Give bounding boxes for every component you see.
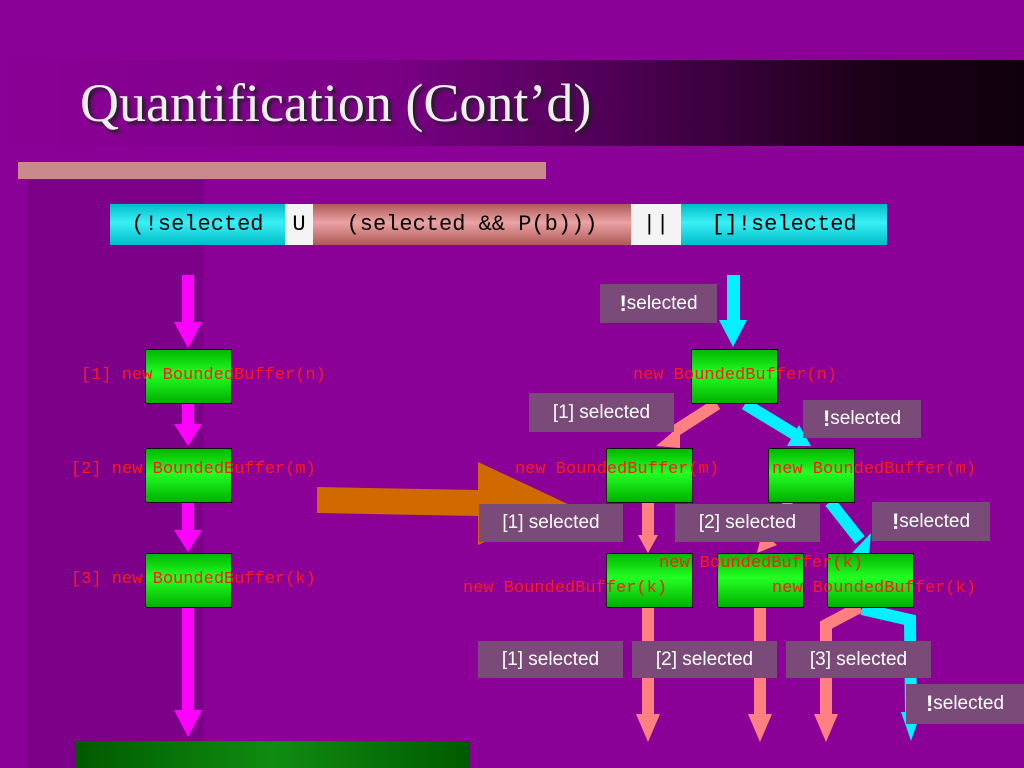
label-not-selected-right: !selected bbox=[872, 502, 990, 541]
label-sel2-mid: [2] selected bbox=[675, 504, 820, 542]
page-title: Quantification (Cont’d) bbox=[80, 73, 592, 133]
formula-always-not-selected: []!selected bbox=[681, 204, 887, 245]
tree-root-box bbox=[691, 349, 778, 404]
title-rule bbox=[18, 162, 546, 179]
left-step-3-code: [3] new BoundedBuffer(k) bbox=[71, 570, 316, 589]
label-text: selected bbox=[899, 510, 971, 532]
label-sel1-bottom: [1] selected bbox=[478, 641, 623, 678]
label-not-selected-bottom: !selected bbox=[906, 684, 1024, 724]
cyan-arrow-top bbox=[719, 275, 747, 347]
label-sel3-bottom: [3] selected bbox=[786, 641, 931, 678]
label-text: selected bbox=[933, 693, 1005, 714]
formula-until: U bbox=[285, 204, 313, 245]
tree-l3-b-box bbox=[717, 553, 804, 608]
tree-root-code: new BoundedBuffer(n) bbox=[633, 366, 838, 385]
label-sel1-mid: [1] selected bbox=[479, 504, 623, 542]
tree-l3-a-box bbox=[606, 553, 693, 608]
left-box-1 bbox=[145, 349, 232, 404]
left-box-2 bbox=[145, 448, 232, 503]
left-box-3 bbox=[145, 553, 232, 608]
magenta-arrow-4 bbox=[174, 607, 202, 737]
title-band bbox=[0, 60, 1024, 146]
tree-l3-b-code: new BoundedBuffer(k) bbox=[659, 554, 864, 573]
label-bang: ! bbox=[822, 406, 831, 431]
salmon-arrowhead-1 bbox=[656, 426, 680, 448]
tree-l3-c-box bbox=[827, 553, 914, 608]
label-not-selected-top: !selected bbox=[600, 284, 717, 323]
formula-or: || bbox=[631, 204, 681, 245]
label-bang: ! bbox=[891, 508, 900, 534]
salmon-arrowhead-4 bbox=[636, 714, 660, 742]
tree-l2-left-box bbox=[606, 448, 693, 503]
tree-l2-right-box bbox=[768, 448, 855, 503]
label-bang: ! bbox=[619, 290, 627, 316]
formula-bar: (!selected U (selected && P(b))) || []!s… bbox=[110, 204, 887, 245]
salmon-arrowhead-6 bbox=[814, 714, 838, 742]
tree-l3-a-code: new BoundedBuffer(k) bbox=[463, 579, 668, 598]
tree-l3-c-code: new BoundedBuffer(k) bbox=[772, 579, 977, 598]
tree-l2-left-code: new BoundedBuffer(m) bbox=[515, 460, 720, 479]
magenta-arrow-2 bbox=[174, 403, 202, 446]
label-text: selected bbox=[626, 292, 698, 314]
left-step-1-code: [1] new BoundedBuffer(n) bbox=[81, 366, 326, 385]
label-sel2-bottom: [2] selected bbox=[632, 641, 777, 678]
formula-selected-and-p: (selected && P(b))) bbox=[313, 204, 631, 245]
label-not-selected-mid: !selected bbox=[803, 400, 921, 438]
cyan-arrowhead-1 bbox=[787, 425, 811, 446]
cyan-arrowhead-2 bbox=[852, 533, 871, 556]
magenta-arrow-1 bbox=[174, 275, 202, 348]
salmon-arrowhead-5 bbox=[748, 714, 772, 742]
left-step-2-code: [2] new BoundedBuffer(m) bbox=[71, 460, 316, 479]
formula-not-selected: (!selected bbox=[110, 204, 285, 245]
label-sel1-top: [1] selected bbox=[529, 393, 674, 432]
tree-l2-right-code: new BoundedBuffer(m) bbox=[772, 460, 977, 479]
label-text: selected bbox=[830, 408, 902, 429]
salmon-arrowhead-2 bbox=[638, 535, 658, 553]
label-bang: ! bbox=[925, 691, 934, 716]
bottom-green-bar bbox=[76, 741, 470, 768]
magenta-arrow-3 bbox=[174, 502, 202, 552]
